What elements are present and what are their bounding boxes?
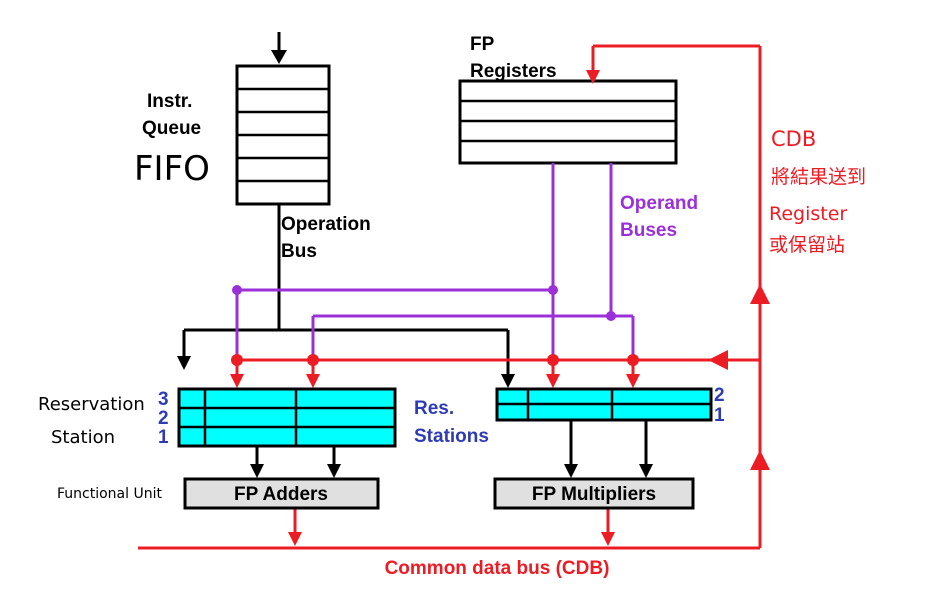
fp-adders-label: FP Adders — [234, 484, 328, 505]
instr-queue-label-2: Queue — [142, 118, 201, 139]
rs-to-unit-lines — [255, 420, 648, 466]
multiplier-reservation-stations — [495, 387, 713, 422]
operation-bus-label-1: Operation — [281, 214, 371, 235]
cdb-note-3: Register — [769, 203, 847, 225]
operation-bus-label-2: Bus — [281, 241, 317, 262]
fp-multipliers-box — [493, 477, 695, 510]
adder-rs-number: 1 — [158, 427, 169, 448]
res-stations-label-2: Stations — [414, 426, 489, 447]
adder-reservation-stations — [177, 387, 397, 448]
cdb-arrowheads — [230, 70, 770, 546]
fp-registers-label-1: FP — [470, 34, 495, 55]
cdb-junctions — [231, 354, 639, 366]
fifo-note: FIFO — [134, 149, 210, 189]
operand-buses — [235, 163, 635, 370]
operation-bus-arrow-multipliers — [501, 374, 515, 388]
res-stations-label-1: Res. — [414, 398, 454, 419]
mult-rs-number: 1 — [714, 405, 725, 426]
instr-queue-label-1: Instr. — [147, 91, 192, 112]
cdb-note-2: 將結果送到 — [771, 166, 866, 188]
reservation-station-note-1: Reservation — [38, 394, 145, 415]
rs-to-unit-arrowheads — [250, 464, 653, 478]
fp-multipliers-label: FP Multipliers — [532, 484, 656, 505]
operand-bus-junctions — [232, 285, 616, 321]
common-data-bus-label: Common data bus (CDB) — [385, 558, 610, 579]
operand-buses-label-1: Operand — [620, 193, 698, 214]
mult-rs-number: 2 — [714, 385, 725, 406]
operation-bus-arrow-adders — [177, 356, 191, 370]
fp-registers — [458, 79, 678, 165]
reservation-station-note-2: Station — [51, 427, 115, 448]
cdb-note-4: 或保留站 — [769, 234, 845, 256]
instruction-queue — [235, 32, 331, 206]
adder-rs-box — [177, 387, 397, 448]
functional-unit-note: Functional Unit — [57, 486, 162, 502]
fp-adders-box — [183, 477, 380, 510]
queue-input-arrow — [271, 50, 287, 64]
cdb-note-1: CDB — [771, 127, 816, 151]
adder-rs-number: 3 — [158, 389, 169, 410]
fp-registers-label-2: Registers — [470, 61, 557, 82]
operand-buses-label-2: Buses — [620, 220, 677, 241]
adder-rs-number: 2 — [158, 408, 169, 429]
